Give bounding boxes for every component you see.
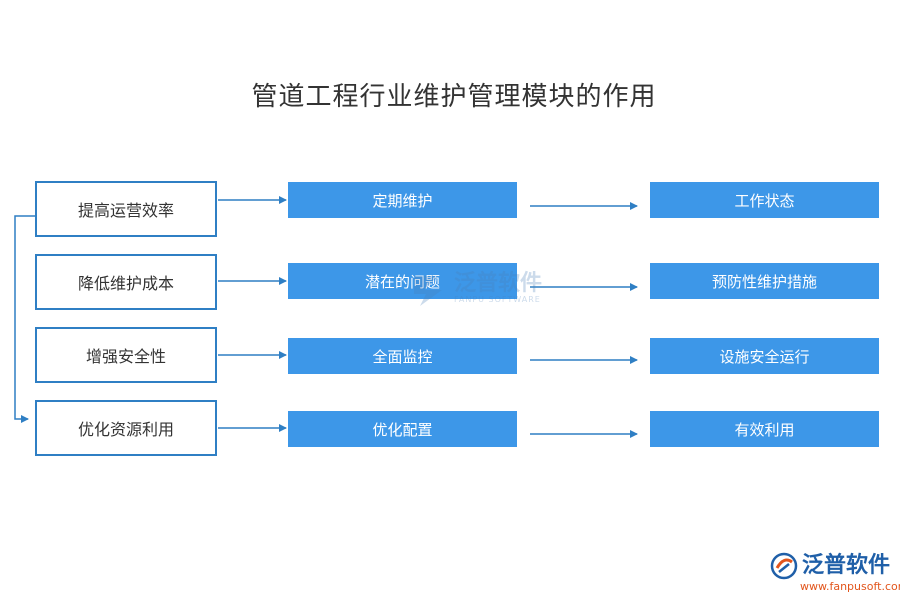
left-box-4: 优化资源利用	[35, 400, 217, 456]
right-box-4: 有效利用	[650, 411, 879, 447]
right-box-1: 工作状态	[650, 182, 879, 218]
middle-box-4: 优化配置	[288, 411, 517, 447]
brand-logo: 泛普软件	[770, 552, 890, 580]
brand-logo-icon	[770, 552, 798, 580]
watermark: 泛普软件 FANPU SOFTWARE	[410, 268, 542, 308]
watermark-name: 泛普软件	[454, 270, 543, 296]
left-box-1: 提高运营效率	[35, 181, 217, 237]
right-box-2: 预防性维护措施	[650, 263, 879, 299]
left-box-3: 增强安全性	[35, 327, 217, 383]
middle-box-2: 潜在的问题	[288, 263, 517, 299]
watermark-sub: FANPU SOFTWARE	[454, 294, 541, 304]
left-box-2: 降低维护成本	[35, 254, 217, 310]
left-bracket-line	[14, 215, 35, 423]
brand-name: 泛普软件	[802, 553, 891, 578]
middle-box-3: 全面监控	[288, 338, 517, 374]
right-box-3: 设施安全运行	[650, 338, 879, 374]
watermark-logo-icon	[414, 276, 442, 306]
middle-box-1: 定期维护	[288, 182, 517, 218]
brand-url[interactable]: www.fanpusoft.com	[800, 580, 900, 593]
diagram-title: 管道工程行业维护管理模块的作用	[251, 82, 657, 112]
